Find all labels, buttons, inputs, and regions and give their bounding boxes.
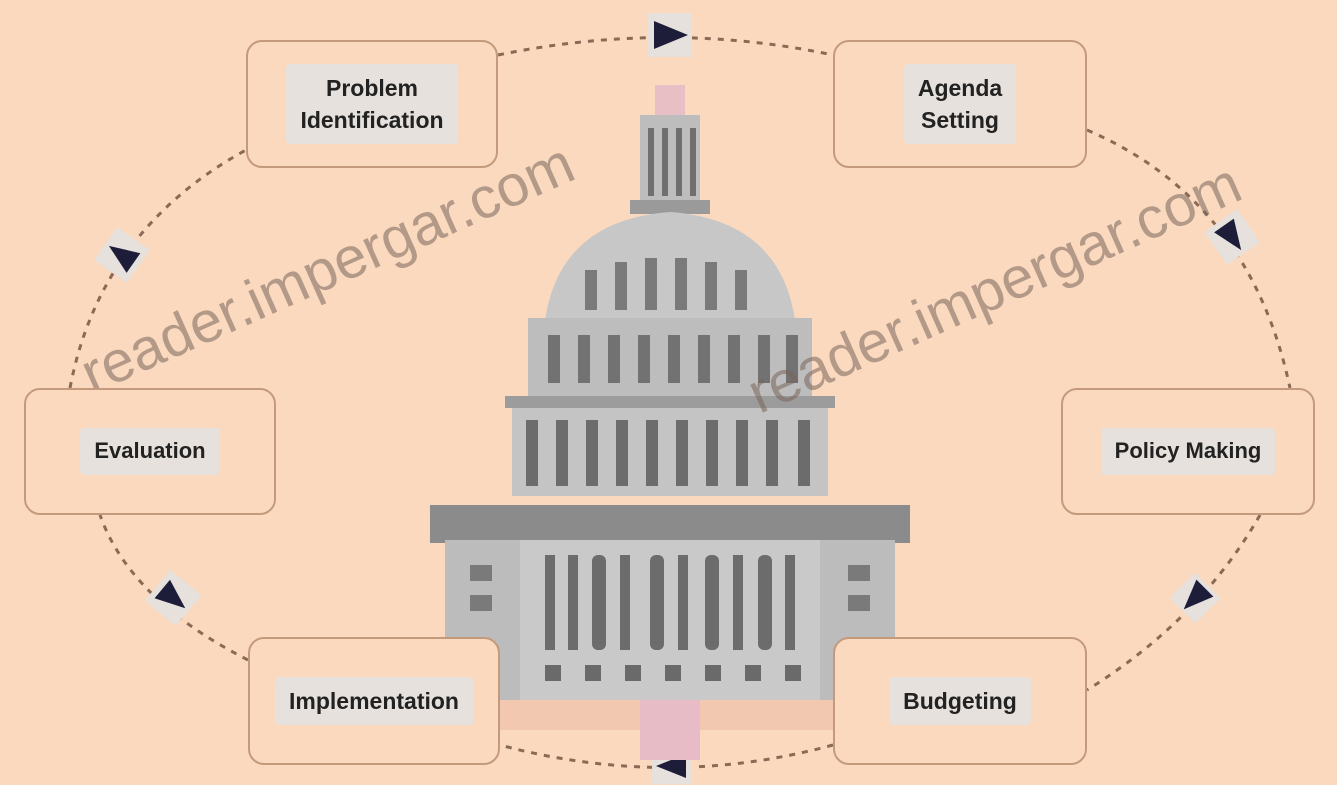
stage-label: Budgeting	[889, 676, 1031, 726]
stage-label: Evaluation	[80, 428, 220, 475]
connector-agenda-to-policy	[1086, 128, 1292, 389]
stage-policy-making: Policy Making	[1061, 388, 1315, 515]
connector-budget-to-impl	[499, 743, 834, 769]
capitol-building-icon	[430, 85, 910, 760]
connector-eval-to-problem	[68, 148, 247, 389]
arrowhead-icon	[1169, 572, 1221, 624]
stage-label: Agenda Setting	[903, 63, 1017, 145]
arrowhead-icon	[648, 13, 692, 57]
stage-evaluation: Evaluation	[24, 388, 276, 515]
arrowhead-icon	[144, 569, 202, 627]
arrowheads	[94, 13, 1260, 784]
stage-label: Implementation	[275, 676, 473, 726]
stage-implementation: Implementation	[248, 637, 500, 765]
arrowhead-icon	[1204, 209, 1260, 265]
stage-label: Problem Identification	[286, 63, 458, 145]
connector-policy-to-budget	[1086, 514, 1262, 692]
stage-budgeting: Budgeting	[833, 637, 1087, 765]
arrowhead-icon	[94, 227, 150, 283]
stage-agenda-setting: Agenda Setting	[833, 40, 1087, 168]
stage-label: Policy Making	[1100, 428, 1276, 475]
stage-problem-identification: Problem Identification	[246, 40, 498, 168]
